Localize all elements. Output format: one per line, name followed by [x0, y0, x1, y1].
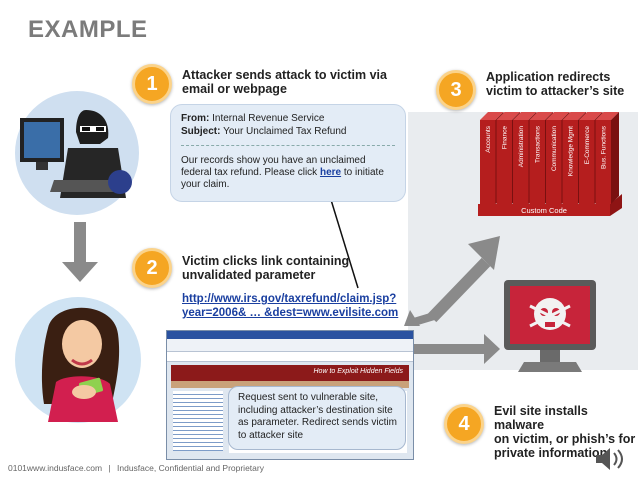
email-here-link[interactable]: here [320, 167, 341, 178]
right-arrow-icon [414, 334, 500, 364]
address-bar [167, 352, 413, 362]
custom-code-label: Custom Code [521, 206, 567, 215]
body-line2-post: to initiate [341, 167, 384, 178]
server-column-label: Administration [518, 126, 525, 168]
page-number: 0101 [8, 463, 27, 473]
from-value: Internal Revenue Service [212, 113, 324, 124]
server-column-label: Communication [551, 126, 558, 172]
step-2-badge: 2 [132, 248, 172, 288]
evil-site-monitor [500, 278, 600, 374]
phishing-email: From: Internal Revenue Service Subject: … [170, 104, 406, 202]
step-3-text: Application redirects victim to attacker… [486, 70, 624, 98]
step-3-badge: 3 [436, 70, 476, 110]
step-1-line1: Attacker sends attack to victim via [182, 68, 387, 82]
footer-separator: | [108, 463, 110, 473]
email-subject: Subject: Your Unclaimed Tax Refund [181, 126, 346, 137]
step-1-text: Attacker sends attack to victim via emai… [182, 68, 387, 96]
speaker-icon[interactable] [592, 446, 632, 472]
step-3-line2: victim to attacker’s site [486, 84, 624, 98]
callout-text: Request sent to vulnerable site, includi… [238, 392, 398, 442]
step-4-badge: 4 [444, 404, 484, 444]
application-server: Accounts Finance Administration Transaction… [472, 110, 624, 216]
attacker-illustration [14, 88, 140, 218]
footer: 0101www.indusface.com | Indusface, Confi… [8, 463, 264, 473]
malicious-url[interactable]: http://www.irs.gov/taxrefund/claim.jsp? … [182, 292, 422, 320]
server-column-label: Finance [501, 126, 508, 150]
step-1-line2: email or webpage [182, 82, 387, 96]
step-2-text: Victim clicks link containing unvalidate… [182, 254, 349, 282]
divider [181, 145, 395, 146]
from-label: From: [181, 113, 209, 124]
server-column-label: Bus. Functions [600, 125, 607, 169]
site-sidebar [173, 391, 223, 451]
window-titlebar [167, 331, 413, 339]
url-line2: year=2006& … &dest=www.evilsite.com [182, 306, 422, 320]
subject-value: Your Unclaimed Tax Refund [223, 126, 346, 137]
url-line1: http://www.irs.gov/taxrefund/claim.jsp? [182, 292, 422, 306]
victim-illustration [14, 294, 142, 426]
server-column-label: E-Commerce [584, 126, 591, 165]
subject-label: Subject: [181, 126, 220, 137]
step-3-line1: Application redirects [486, 70, 624, 84]
body-line2-pre: federal tax refund. Please click [181, 167, 320, 178]
footer-site: www.indusface.com [27, 463, 102, 473]
request-callout: Request sent to vulnerable site, includi… [228, 386, 406, 450]
browser-toolbar [167, 339, 413, 352]
email-body-line3: your claim. [181, 179, 229, 190]
server-column-label: Transactions [534, 125, 541, 163]
email-body-line1: Our records show you have an unclaimed [181, 155, 366, 166]
footer-note: Indusface, Confidential and Proprietary [117, 463, 264, 473]
email-from: From: Internal Revenue Service [181, 113, 324, 124]
banner-text: How to Exploit Hidden Fields [314, 368, 404, 375]
site-banner: How to Exploit Hidden Fields [171, 365, 409, 381]
email-body-line2: federal tax refund. Please click here to… [181, 167, 384, 178]
server-column-label: Knowledge Mgmt [567, 126, 574, 176]
server-column-label: Accounts [485, 125, 492, 152]
down-arrow-icon [62, 222, 98, 282]
step-4-line2: on victim, or phish’s for [494, 432, 638, 446]
step-2-line1: Victim clicks link containing [182, 254, 349, 268]
step-4-line1: Evil site installs malware [494, 404, 638, 432]
step-2-line2: unvalidated parameter [182, 268, 349, 282]
